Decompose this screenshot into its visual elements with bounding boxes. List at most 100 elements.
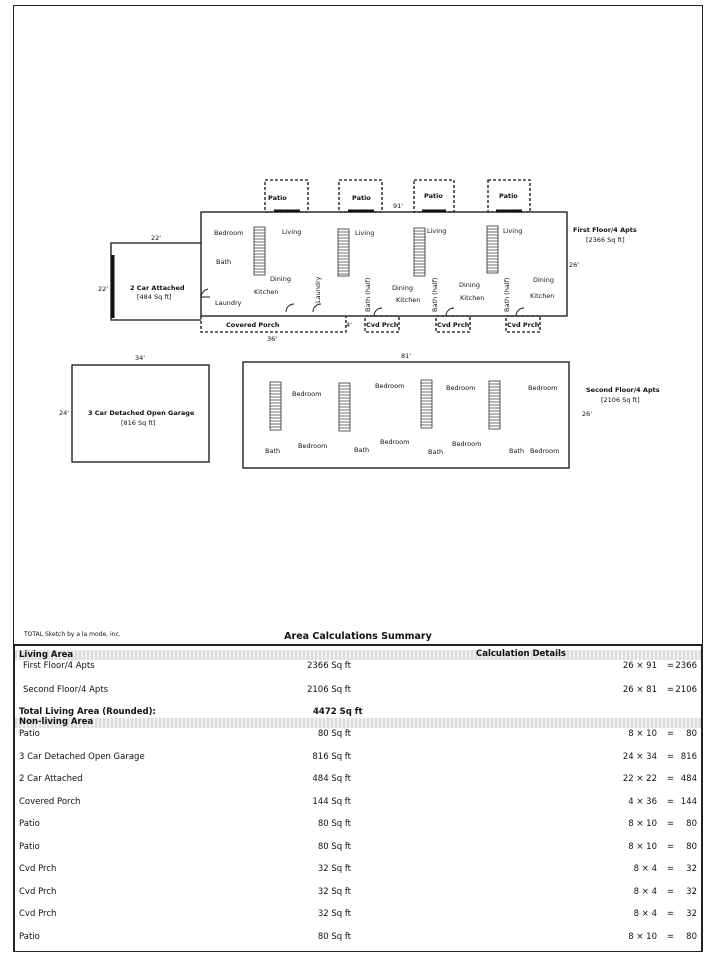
row-result: 32 [686, 886, 697, 897]
row-calc: 26 × 91 [622, 661, 657, 671]
equals-sign: = [666, 661, 674, 671]
row-result: 32 [686, 909, 697, 919]
row-label: 3 Car Detached Open Garage [19, 751, 145, 762]
equals-sign: = [666, 931, 674, 942]
row-calc: 4 × 36 [628, 796, 657, 807]
row-result: 80 [686, 931, 697, 942]
row-calc: 8 × 4 [633, 864, 657, 874]
row-area: 816 Sq ft [312, 751, 351, 762]
row-area: 2366 Sq ft [306, 661, 351, 671]
equals-sign: = [666, 841, 674, 852]
row-result: 80 [686, 729, 697, 739]
bedroom-label: Bedroom [292, 390, 321, 398]
row-area: 2106 Sq ft [306, 685, 351, 695]
row-calc: 8 × 10 [628, 729, 657, 739]
equals-sign: = [666, 819, 674, 829]
row-area: 32 Sq ft [317, 886, 351, 897]
row-result: 484 [680, 774, 697, 784]
cvd-prch-2 [435, 315, 471, 333]
equals-sign: = [666, 751, 674, 762]
patio-label: Patio [499, 192, 518, 200]
dim-22: 22' [151, 234, 161, 242]
bath-label: Bath [265, 447, 280, 455]
bedroom-label: Bedroom [298, 442, 327, 450]
detached-garage-outline [71, 364, 210, 463]
total-living-label: Total Living Area (Rounded): [19, 707, 156, 717]
row-calc: 8 × 10 [628, 819, 657, 829]
living-label: Living [427, 227, 446, 235]
row-label: 2 Car Attached [19, 774, 83, 784]
attached-garage-outline [110, 242, 201, 321]
row-calc: 26 × 81 [622, 685, 657, 695]
row-result: 32 [686, 864, 697, 874]
dim-81: 81' [401, 352, 411, 360]
attached-garage-name: 2 Car Attached [130, 284, 185, 292]
bedroom-label: Bedroom [452, 440, 481, 448]
cvd-prch-label: Cvd Prch [437, 321, 470, 329]
row-area: 32 Sq ft [317, 909, 351, 919]
bedroom-label: Bedroom [380, 438, 409, 446]
row-label: Patio [19, 729, 40, 739]
bedroom-label: Bedroom [446, 384, 475, 392]
cvd-prch-label: Cvd Prch [507, 321, 540, 329]
dim-91: 91' [393, 202, 403, 210]
kitchen-label: Kitchen [254, 288, 278, 296]
row-area: 80 Sq ft [317, 819, 351, 829]
row-calc: 8 × 10 [628, 931, 657, 942]
brand-label: TOTAL Sketch by a la mode, inc. [24, 631, 121, 638]
kitchen-label: Kitchen [460, 294, 484, 302]
bath-half-label: Bath (half) [431, 278, 439, 312]
dim-24: 24' [59, 409, 69, 417]
bedroom-label: Bedroom [528, 384, 557, 392]
row-calc: 8 × 4 [633, 886, 657, 897]
first-floor-area: [2366 Sq ft] [586, 236, 625, 244]
laundry-label: Laundry [215, 299, 242, 307]
living-label: Living [355, 229, 374, 237]
living-area-header-bar [15, 650, 701, 660]
living-label: Living [503, 227, 522, 235]
row-result: 144 [680, 796, 697, 807]
row-result: 816 [680, 751, 697, 762]
row-area: 80 Sq ft [317, 841, 351, 852]
patio-label: Patio [352, 194, 371, 202]
equals-sign: = [666, 796, 674, 807]
row-label: Covered Porch [19, 796, 81, 807]
row-result: 2106 [675, 685, 697, 695]
second-floor-area: [2106 Sq ft] [601, 396, 640, 404]
covered-porch-label: Covered Porch [226, 321, 280, 329]
dining-label: Dining [533, 276, 554, 284]
dim-34: 34' [135, 354, 145, 362]
kitchen-label: Kitchen [396, 296, 420, 304]
living-area-header: Living Area [19, 650, 74, 660]
attached-garage-area: [484 Sq ft] [137, 293, 172, 301]
dining-label: Dining [270, 275, 291, 283]
bath-label: Bath [428, 448, 443, 456]
dim-4: 4' [346, 321, 352, 329]
cvd-prch-3 [505, 315, 541, 333]
nonliving-header-bar [15, 718, 701, 728]
covered-porch-outline [200, 316, 347, 333]
bath-label: Bath [509, 447, 524, 455]
calc-details-header: Calculation Details [476, 649, 566, 659]
row-calc: 24 × 34 [622, 751, 657, 762]
row-label: Patio [19, 841, 40, 852]
row-area: 144 Sq ft [312, 796, 351, 807]
row-label: Second Floor/4 Apts [23, 685, 109, 695]
detached-garage-area: [816 Sq ft] [121, 419, 156, 427]
kitchen-label: Kitchen [530, 292, 554, 300]
row-calc: 8 × 4 [633, 909, 657, 919]
row-label: Patio [19, 931, 40, 942]
bedroom-label: Bedroom [530, 447, 559, 455]
row-area: 80 Sq ft [317, 931, 351, 942]
cvd-prch-1 [364, 315, 400, 333]
row-result: 80 [686, 841, 697, 852]
total-living-value: 4472 Sq ft [313, 707, 363, 717]
bedroom-label: Bedroom [375, 382, 404, 390]
bath-label: Bath [216, 258, 231, 266]
living-label: Living [282, 228, 301, 236]
row-result: 2366 [675, 661, 697, 671]
detached-garage-name: 3 Car Detached Open Garage [88, 409, 195, 417]
row-label: Cvd Prch [19, 909, 57, 919]
patio-label: Patio [268, 194, 287, 202]
dim-22: 22' [98, 285, 108, 293]
